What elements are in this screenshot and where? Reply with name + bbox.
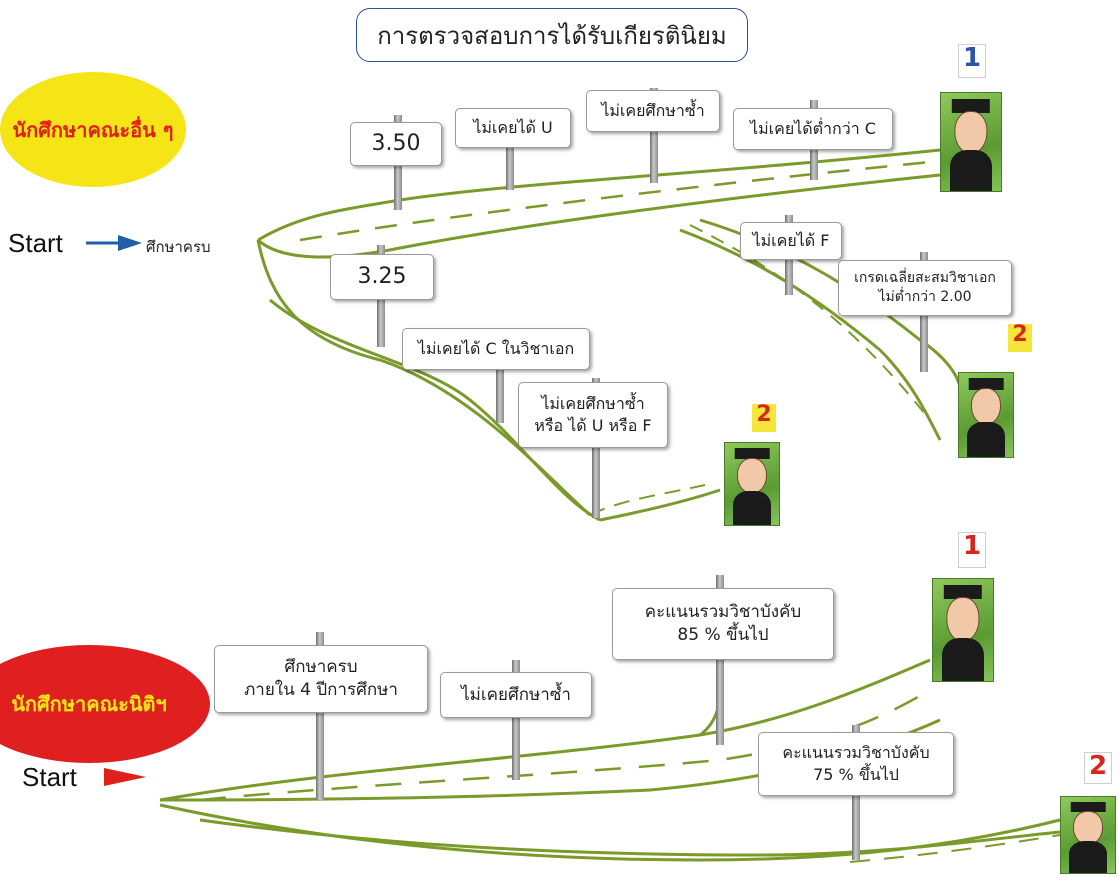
sign-text: ไม่เคยได้ U	[473, 118, 553, 138]
sign-text: ไม่เคยได้ต่ำกว่า C	[750, 119, 876, 139]
sign-text: ไม่เคยศึกษาซ้ำ	[601, 101, 705, 121]
sign-never-repeat-or-uf: ไม่เคยศึกษาซ้ำ หรือ ได้ U หรือ F	[518, 382, 668, 448]
badge-first-honor-bottom: 1	[958, 532, 986, 568]
sign-post	[316, 632, 324, 800]
sign-gpa-325: 3.25	[330, 254, 434, 300]
sign-complete-4-years: ศึกษาครบ ภายใน 4 ปีการศึกษา	[214, 645, 428, 713]
sign-text: 3.25	[357, 264, 407, 290]
sign-text-line1: คะแนนรวมวิชาบังคับ	[644, 602, 802, 623]
graduate-caricature-icon	[940, 92, 1002, 192]
sign-post	[512, 660, 520, 780]
group-label-law-faculty: นักศึกษาคณะนิติฯ	[0, 645, 210, 763]
sign-text-line1: คะแนนรวมวิชาบังคับ	[782, 743, 930, 763]
graduate-caricature-icon	[724, 442, 780, 526]
sign-never-below-c: ไม่เคยได้ต่ำกว่า C	[733, 108, 893, 150]
sign-post	[506, 108, 514, 190]
sign-text-line1: เกรดเฉลี่ยสะสมวิชาเอก	[854, 270, 996, 287]
badge-second-honor-bottom: 2	[752, 404, 776, 432]
sign-major-gpa-200: เกรดเฉลี่ยสะสมวิชาเอก ไม่ต่ำกว่า 2.00	[838, 260, 1012, 316]
sign-text-line1: ไม่เคยศึกษาซ้ำ	[541, 394, 645, 414]
diagram-title: การตรวจสอบการได้รับเกียรตินิยม	[356, 8, 748, 62]
arrow-right-icon	[104, 768, 146, 786]
sign-text-line2: หรือ ได้ U หรือ F	[534, 416, 652, 435]
graduate-caricature-icon	[958, 372, 1014, 458]
arrow-right-icon	[86, 235, 142, 251]
sign-never-repeat: ไม่เคยศึกษาซ้ำ	[586, 90, 720, 132]
sign-post	[592, 378, 600, 518]
sign-text-line2: ไม่ต่ำกว่า 2.00	[878, 289, 972, 305]
sign-text: ไม่เคยศึกษาซ้ำ	[461, 684, 571, 705]
sign-gpa-350: 3.50	[350, 122, 442, 166]
sign-text-line2: 75 % ขึ้นไป	[813, 765, 899, 784]
start-note: ศึกษาครบ	[146, 238, 211, 256]
group-label-other-faculties: นักศึกษาคณะอื่น ๆ	[0, 72, 186, 187]
sign-required-85: คะแนนรวมวิชาบังคับ 85 % ขึ้นไป	[612, 588, 834, 660]
group-label-text: นักศึกษาคณะอื่น ๆ	[12, 117, 174, 142]
sign-required-75: คะแนนรวมวิชาบังคับ 75 % ขึ้นไป	[758, 732, 954, 796]
start-label-top: Start	[8, 228, 63, 258]
group-label-text: นักศึกษาคณะนิติฯ	[11, 692, 167, 716]
sign-never-c-major: ไม่เคยได้ C ในวิชาเอก	[402, 328, 590, 370]
sign-post	[716, 575, 724, 745]
badge-first-honor-top: 1	[958, 44, 986, 78]
sign-post	[496, 335, 504, 423]
graduate-caricature-icon	[1060, 796, 1116, 874]
sign-never-repeat-law: ไม่เคยศึกษาซ้ำ	[440, 672, 592, 718]
sign-text: ไม่เคยได้ C ในวิชาเอก	[417, 339, 575, 359]
badge-second-honor-right: 2	[1008, 324, 1032, 352]
graduate-caricature-icon	[932, 578, 994, 682]
sign-text: ไม่เคยได้ F	[752, 231, 830, 251]
sign-text-line1: ศึกษาครบ	[284, 657, 358, 678]
sign-text: 3.50	[371, 131, 421, 157]
badge-second-honor-law: 2	[1084, 752, 1112, 784]
sign-never-u: ไม่เคยได้ U	[455, 108, 571, 148]
sign-text-line2: ภายใน 4 ปีการศึกษา	[244, 680, 398, 700]
sign-text-line2: 85 % ขึ้นไป	[677, 625, 769, 645]
sign-never-f: ไม่เคยได้ F	[740, 222, 842, 260]
sign-post	[650, 88, 658, 183]
start-label-bottom: Start	[22, 762, 77, 792]
